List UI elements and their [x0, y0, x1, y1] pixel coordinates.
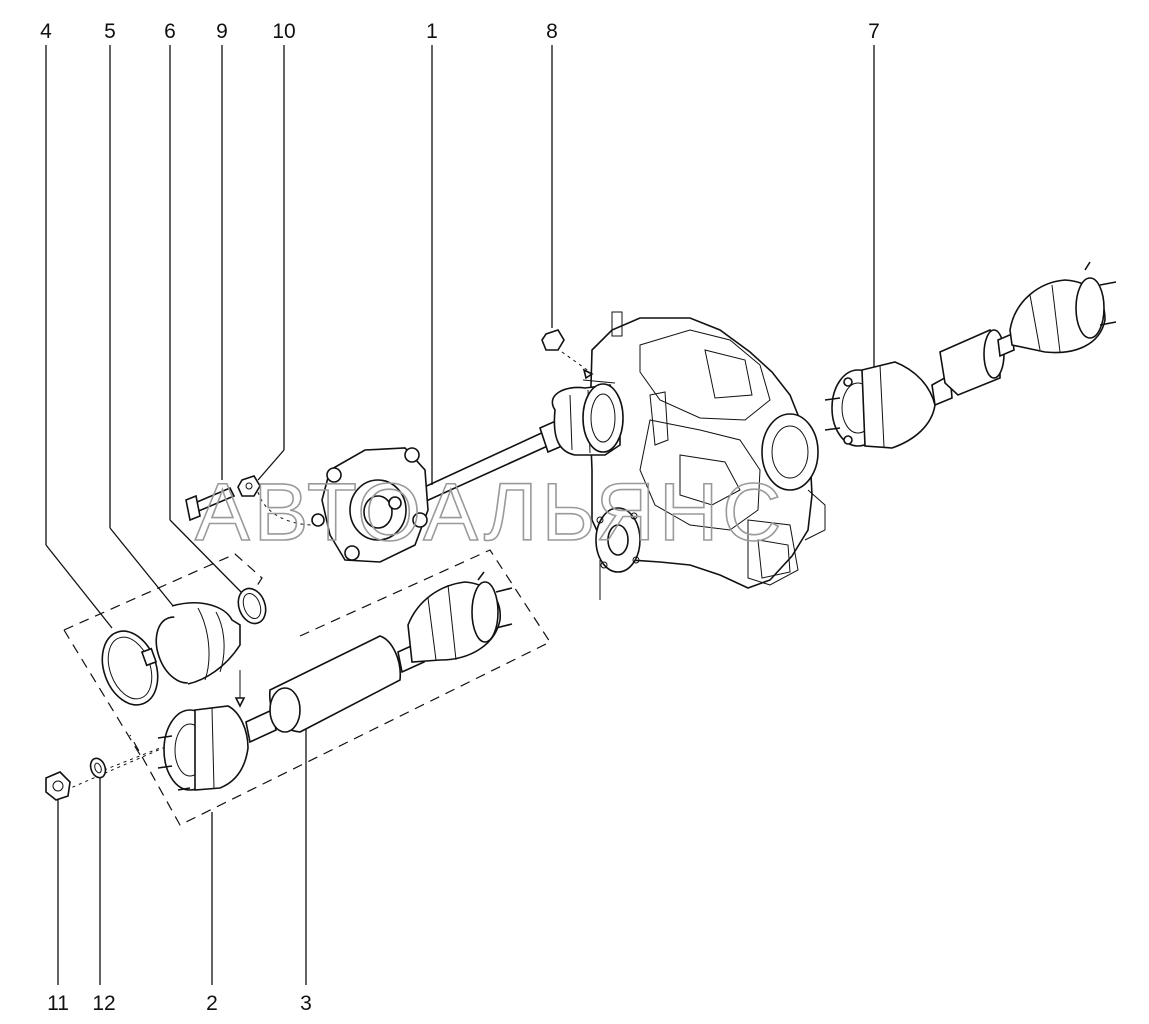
clamp-4 [101, 630, 159, 706]
transfer-case [589, 311, 826, 600]
drive-shaft-2-3 [157, 571, 513, 791]
callout-7: 7 [868, 20, 880, 43]
leader-lines [45, 45, 875, 985]
callout-2: 2 [206, 992, 218, 1015]
callout-1: 1 [426, 20, 438, 43]
nut-8 [541, 329, 594, 380]
callout-labels: 4 5 6 9 10 1 8 7 11 12 2 3 [40, 20, 880, 1015]
drive-shaft-7 [824, 261, 1117, 449]
callout-6: 6 [164, 20, 176, 43]
nut-10 [237, 475, 316, 526]
washer-12 [89, 757, 107, 779]
callout-8: 8 [546, 20, 558, 43]
callout-5: 5 [104, 20, 116, 43]
callout-10: 10 [272, 20, 295, 43]
bolt-9 [185, 486, 236, 522]
clamp-6 [237, 587, 267, 625]
callout-9: 9 [216, 20, 228, 43]
callout-11: 11 [47, 992, 69, 1015]
propeller-shaft-1 [417, 379, 624, 503]
callout-4: 4 [40, 20, 52, 43]
nut-11 [45, 771, 71, 801]
callout-12: 12 [92, 992, 115, 1015]
watermark-text: АВТОАЛЬЯНС [195, 467, 785, 558]
callout-3: 3 [300, 992, 312, 1015]
flexible-coupling [311, 447, 429, 563]
boot-5 [155, 602, 241, 685]
